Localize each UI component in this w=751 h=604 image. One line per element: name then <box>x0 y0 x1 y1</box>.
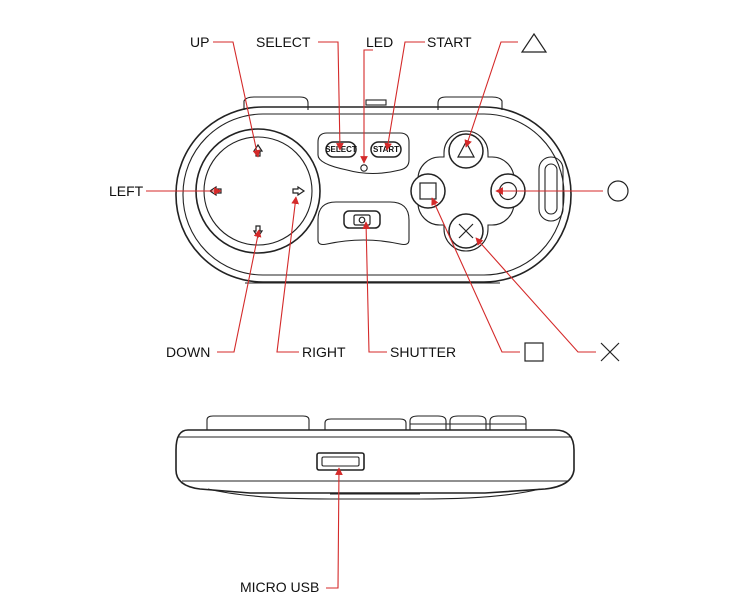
label-led: LED <box>366 34 393 50</box>
label-micro-usb: MICRO USB <box>240 579 319 595</box>
shutter-button[interactable] <box>343 210 381 229</box>
side-body-outline <box>175 429 575 494</box>
right-shoulder-button <box>437 96 503 110</box>
square-symbol-icon <box>524 342 544 362</box>
triangle-icon <box>457 140 475 158</box>
label-left: LEFT <box>109 183 144 199</box>
side-shoulder-left <box>206 415 310 430</box>
top-view-leaders <box>146 41 603 353</box>
label-right: RIGHT <box>302 344 346 360</box>
controller-side-view <box>175 415 575 500</box>
dpad-right-arrow-icon <box>292 185 306 197</box>
side-slot <box>538 156 564 222</box>
leader-triangle <box>464 41 518 148</box>
camera-icon <box>353 214 371 226</box>
controller-body-outline <box>175 106 572 283</box>
square-icon <box>419 182 437 200</box>
leader-right <box>276 196 299 353</box>
leader-start <box>384 41 425 151</box>
leader-micro-usb <box>326 467 343 589</box>
controller-top-view: SELECT START <box>175 96 572 284</box>
leader-led <box>360 49 373 164</box>
label-shutter: SHUTTER <box>390 344 456 360</box>
led-indicator <box>360 164 368 172</box>
callout-labels: UP SELECT LED START LEFT DOWN RIGHT SHUT… <box>109 34 472 595</box>
select-button-label: SELECT <box>325 145 357 154</box>
leader-shutter <box>362 221 387 353</box>
cross-symbol-icon <box>600 342 620 362</box>
face-button-cluster-outline <box>417 130 515 252</box>
cross-icon <box>458 223 474 239</box>
start-button-label: START <box>373 145 399 154</box>
side-center-panel <box>324 418 407 430</box>
symbol-legend <box>520 32 629 362</box>
side-slot-inner <box>544 163 558 215</box>
leader-select <box>318 41 344 151</box>
center-top-panel <box>317 132 410 175</box>
label-select: SELECT <box>256 34 311 50</box>
controller-body-inner-outline <box>182 113 565 276</box>
square-button[interactable] <box>410 173 446 209</box>
side-face-button-3 <box>489 415 527 430</box>
leader-up <box>213 41 261 158</box>
side-face-button-2 <box>449 415 487 430</box>
triangle-symbol-icon <box>520 32 548 53</box>
top-connector <box>365 99 387 106</box>
label-down: DOWN <box>166 344 210 360</box>
micro-usb-port-inner <box>321 456 360 467</box>
label-start: START <box>427 34 472 50</box>
leader-down <box>217 229 262 353</box>
circle-symbol-icon <box>607 180 629 202</box>
side-body-bottom-curve <box>207 488 541 500</box>
side-face-button-1 <box>409 415 447 430</box>
leader-square <box>431 197 520 353</box>
triangle-button[interactable] <box>448 133 484 169</box>
center-bottom-panel <box>317 201 410 246</box>
camera-lens-icon <box>358 216 366 224</box>
label-up: UP <box>190 34 209 50</box>
micro-usb-port <box>316 452 365 471</box>
leader-cross <box>475 237 596 353</box>
